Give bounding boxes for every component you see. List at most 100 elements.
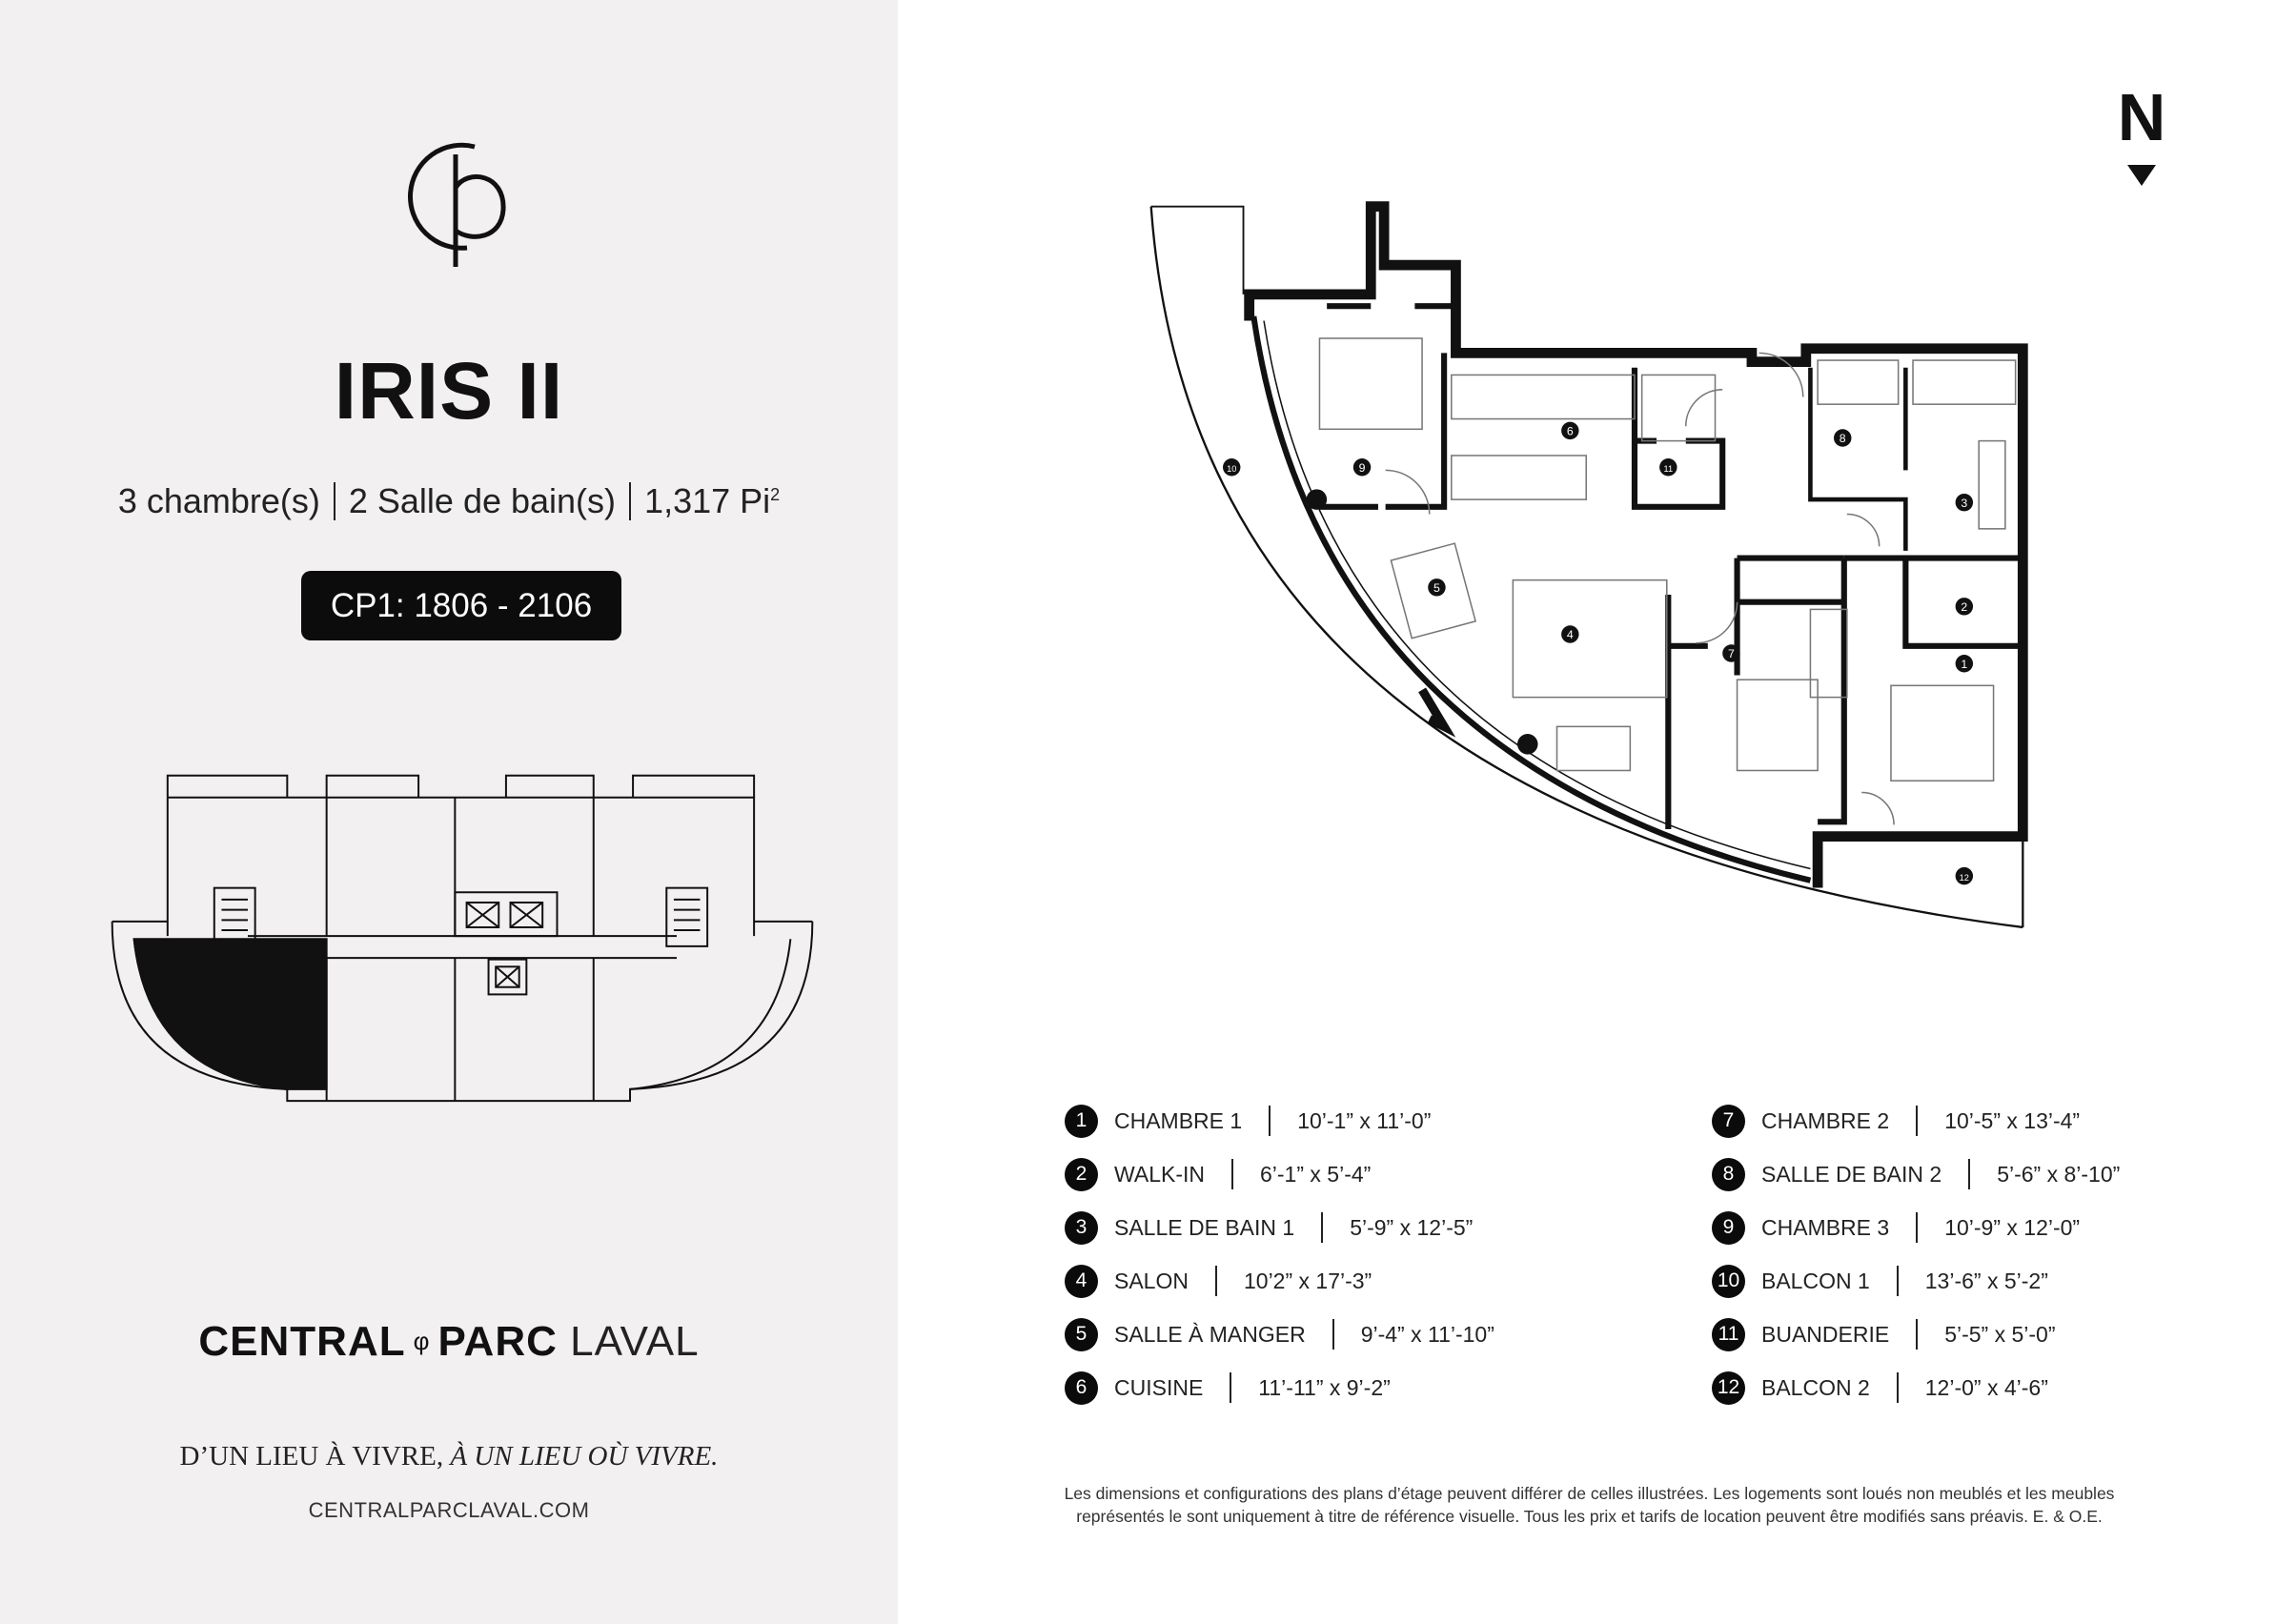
divider [1214, 1266, 1217, 1296]
disclaimer-line-1: Les dimensions et configurations des pla… [1064, 1484, 2115, 1503]
legend-item: 1 CHAMBRE 1 10’-1” x 11’-0” [1065, 1104, 1431, 1138]
room-dimensions: 12’-0” x 4’-6” [1924, 1374, 2048, 1400]
info-panel: IRIS II 3 chambre(s) 2 Salle de bain(s) 1,… [0, 0, 898, 1624]
bedrooms-count: 3 chambre(s) [117, 481, 320, 520]
room-marker-1: 1 [1955, 655, 1974, 673]
floor-plan: 1 2 3 4 5 6 7 8 9 10 11 12 [1149, 201, 2028, 929]
divider [1332, 1319, 1334, 1350]
divider [1896, 1372, 1899, 1403]
room-dimensions: 10’-1” x 11’-0” [1297, 1107, 1432, 1133]
room-name: CHAMBRE 1 [1114, 1107, 1243, 1133]
svg-text:2: 2 [1961, 600, 1967, 614]
room-marker-11: 11 [1659, 458, 1677, 477]
tagline-regular: D’UN LIEU À VIVRE, [179, 1441, 444, 1472]
unit-specs: 3 chambre(s) 2 Salle de bain(s) 1,317 Pi2 [0, 481, 898, 521]
room-dimensions: 5’-9” x 12’-5” [1350, 1214, 1474, 1240]
room-name: CUISINE [1114, 1374, 1204, 1400]
room-name: BALCON 2 [1761, 1374, 1870, 1400]
divider [1916, 1212, 1919, 1243]
room-name: WALK-IN [1114, 1161, 1205, 1187]
building-key-plan [111, 774, 814, 1103]
unit-area: 1,317 Pi [644, 481, 771, 520]
room-name: BUANDERIE [1761, 1321, 1890, 1347]
room-number-badge: 3 [1065, 1210, 1098, 1245]
disclaimer-line-2: représentés le sont uniquement à titre d… [1076, 1507, 2103, 1526]
room-number-badge: 10 [1712, 1264, 1745, 1298]
room-marker-4: 4 [1561, 625, 1579, 643]
brand-word-parc: PARC [437, 1318, 558, 1365]
room-number-badge: 6 [1065, 1370, 1098, 1405]
svg-text:7: 7 [1728, 647, 1735, 660]
bathrooms-count: 2 Salle de bain(s) [348, 481, 617, 520]
svg-text:6: 6 [1567, 424, 1574, 437]
room-marker-12: 12 [1955, 866, 1974, 885]
room-name: SALLE DE BAIN 1 [1114, 1214, 1295, 1240]
area-superscript: 2 [770, 485, 781, 504]
legend-item: 8 SALLE DE BAIN 2 5’-6” x 8’-10” [1712, 1157, 2120, 1191]
room-dimensions: 5’-5” x 5’-0” [1944, 1321, 2056, 1347]
tagline: D’UN LIEU À VIVRE, À UN LIEU OÙ VIVRE. [0, 1441, 898, 1472]
room-dimensions: 5’-6” x 8’-10” [1997, 1161, 2121, 1187]
svg-text:1: 1 [1961, 658, 1967, 671]
room-marker-3: 3 [1955, 493, 1974, 512]
legend-item: 6 CUISINE 11’-11” x 9’-2” [1065, 1370, 1391, 1405]
central-parc-logo-icon [407, 142, 506, 267]
svg-text:12: 12 [1960, 873, 1969, 883]
room-name: BALCON 1 [1761, 1268, 1870, 1293]
room-number-badge: 1 [1065, 1104, 1098, 1138]
room-marker-6: 6 [1561, 421, 1579, 440]
svg-text:9: 9 [1359, 461, 1366, 475]
room-name: SALLE À MANGER [1114, 1321, 1306, 1347]
room-dimensions: 9’-4” x 11’-10” [1360, 1321, 1494, 1347]
svg-text:8: 8 [1840, 432, 1846, 445]
divider [1916, 1319, 1919, 1350]
room-marker-7: 7 [1722, 644, 1740, 662]
room-dimensions: 10’2” x 17’-3” [1243, 1268, 1372, 1293]
room-name: CHAMBRE 3 [1761, 1214, 1890, 1240]
divider [1896, 1266, 1899, 1296]
divider [1321, 1212, 1324, 1243]
brand-word-central: CENTRAL [198, 1318, 406, 1365]
legend-item: 11 BUANDERIE 5’-5” x 5’-0” [1712, 1317, 2056, 1351]
room-dimensions: 10’-5” x 13’-4” [1944, 1107, 2081, 1133]
north-arrow-icon [2127, 165, 2156, 186]
badge-text: CP1: 1806 - 2106 [330, 586, 593, 624]
room-marker-5: 5 [1428, 579, 1446, 597]
room-number-badge: 2 [1065, 1157, 1098, 1191]
room-number-badge: 12 [1712, 1370, 1745, 1405]
room-dimensions: 11’-11” x 9’-2” [1258, 1374, 1391, 1400]
divider [1231, 1159, 1233, 1189]
svg-text:11: 11 [1664, 464, 1674, 474]
room-number-badge: 5 [1065, 1317, 1098, 1351]
brand-symbol-icon: φ [413, 1327, 431, 1355]
legend-item: 10 BALCON 1 13’-6” x 5’-2” [1712, 1264, 2048, 1298]
disclaimer: Les dimensions et configurations des pla… [1010, 1482, 2168, 1528]
room-dimensions: 13’-6” x 5’-2” [1924, 1268, 2048, 1293]
room-number-badge: 11 [1712, 1317, 1745, 1351]
website-link[interactable]: CENTRALPARCLAVAL.COM [308, 1498, 590, 1522]
room-name: SALLE DE BAIN 2 [1761, 1161, 1942, 1187]
room-dimensions: 10’-9” x 12’-0” [1944, 1214, 2081, 1240]
legend-item: 5 SALLE À MANGER 9’-4” x 11’-10” [1065, 1317, 1494, 1351]
tagline-italic: À UN LIEU OÙ VIVRE. [450, 1441, 719, 1472]
north-label: N [2117, 80, 2166, 154]
divider [1916, 1106, 1919, 1136]
svg-text:10: 10 [1227, 464, 1236, 474]
room-number-badge: 8 [1712, 1157, 1745, 1191]
legend-item: 12 BALCON 2 12’-0” x 4’-6” [1712, 1370, 2048, 1405]
brand-word-laval: LAVAL [570, 1318, 700, 1365]
unit-number-badge: CP1: 1806 - 2106 [301, 571, 621, 640]
divider [629, 482, 632, 520]
legend-item: 3 SALLE DE BAIN 1 5’-9” x 12’-5” [1065, 1210, 1473, 1245]
room-number-badge: 7 [1712, 1104, 1745, 1138]
svg-text:4: 4 [1567, 628, 1574, 641]
room-marker-10: 10 [1223, 458, 1241, 477]
divider [1269, 1106, 1271, 1136]
divider [1230, 1372, 1232, 1403]
room-marker-2: 2 [1955, 598, 1974, 616]
unit-title: IRIS II [334, 346, 564, 436]
